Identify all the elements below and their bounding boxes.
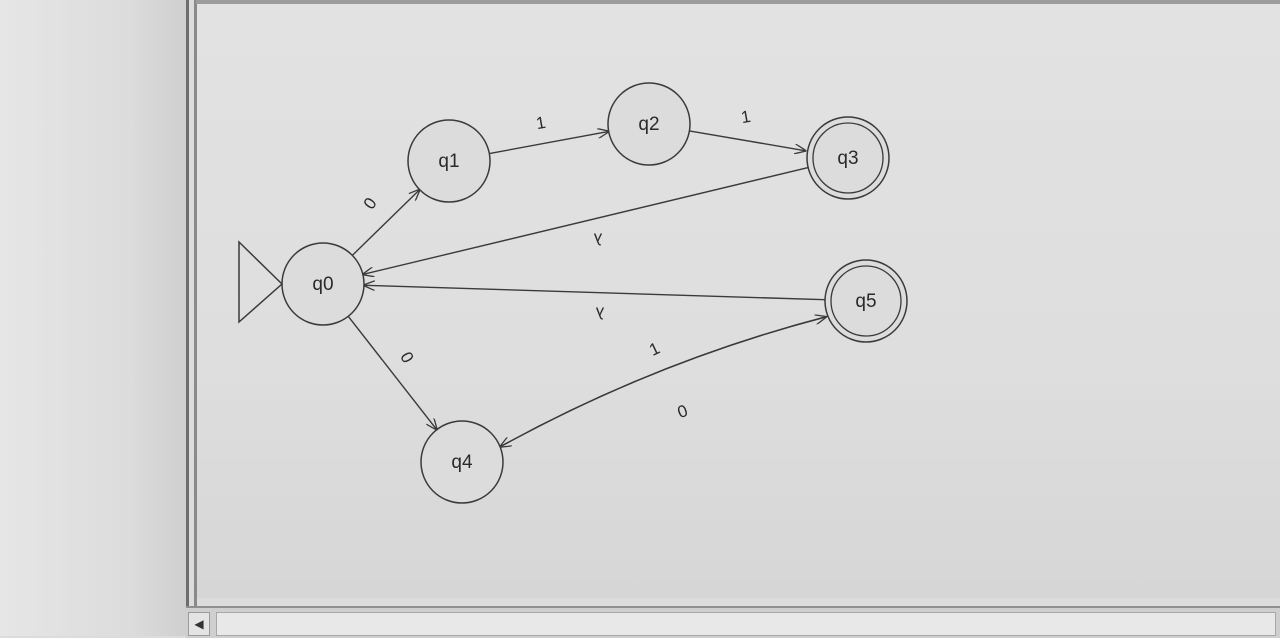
transition-q2-q3[interactable] (689, 130, 805, 151)
window-frame-top (196, 0, 1280, 4)
transition-label-q3-q0: λ (593, 230, 602, 249)
initial-state-marker (238, 240, 284, 324)
state-q3[interactable]: q3 (806, 116, 890, 200)
state-circle[interactable] (420, 420, 504, 504)
state-q5[interactable]: q5 (824, 259, 908, 343)
transition-label-q5-q0: λ (595, 304, 604, 323)
state-circle[interactable] (607, 82, 691, 166)
transition-q1-q2[interactable] (489, 131, 608, 155)
state-label: q5 (855, 291, 876, 312)
automaton-canvas[interactable]: 0 1 1 λ λ 0 1 0 q0 q1 q2 q3 q4 q5 (197, 4, 1280, 598)
scroll-left-arrow-icon[interactable]: ◀ (188, 612, 210, 636)
automaton-diagram: 0 1 1 λ λ 0 1 0 q0 q1 q2 q3 q4 q5 (238, 82, 908, 504)
transition-label-q0-q4: 0 (396, 349, 417, 367)
window-frame-left (186, 0, 189, 610)
state-q4[interactable]: q4 (420, 420, 504, 504)
state-q0[interactable]: q0 (238, 240, 365, 326)
state-label: q4 (451, 452, 473, 473)
left-margin (0, 0, 186, 636)
scrollbar-track[interactable] (216, 612, 1276, 636)
transition-q5-q0[interactable] (364, 285, 826, 301)
transition-q4-q5[interactable] (499, 317, 826, 448)
transition-q5-q4[interactable] (500, 315, 829, 447)
state-circle[interactable] (806, 116, 890, 200)
transition-label-q0-q1: 0 (360, 194, 381, 213)
transition-q0-q1[interactable] (351, 190, 419, 256)
state-circle[interactable] (407, 119, 491, 203)
state-label: q1 (438, 151, 459, 172)
state-label: q3 (837, 148, 858, 169)
window-frame-inner (194, 0, 197, 610)
transition-label-q4-q5: 1 (646, 338, 663, 359)
state-q2[interactable]: q2 (607, 82, 691, 166)
transition-q0-q4[interactable] (347, 315, 437, 429)
state-q1[interactable]: q1 (407, 119, 491, 203)
final-state-ring (812, 122, 884, 194)
state-label: q2 (638, 114, 659, 135)
transition-label-q5-q4: 0 (675, 400, 690, 421)
final-state-ring (830, 265, 902, 337)
state-circle[interactable] (824, 259, 908, 343)
state-label: q0 (312, 274, 333, 295)
horizontal-scrollbar[interactable]: ◀ (186, 606, 1280, 638)
transition-label-q1-q2: 1 (535, 113, 548, 133)
state-circle[interactable] (281, 242, 365, 326)
transition-label-q2-q3: 1 (740, 107, 753, 127)
transition-q3-q0[interactable] (363, 166, 809, 275)
